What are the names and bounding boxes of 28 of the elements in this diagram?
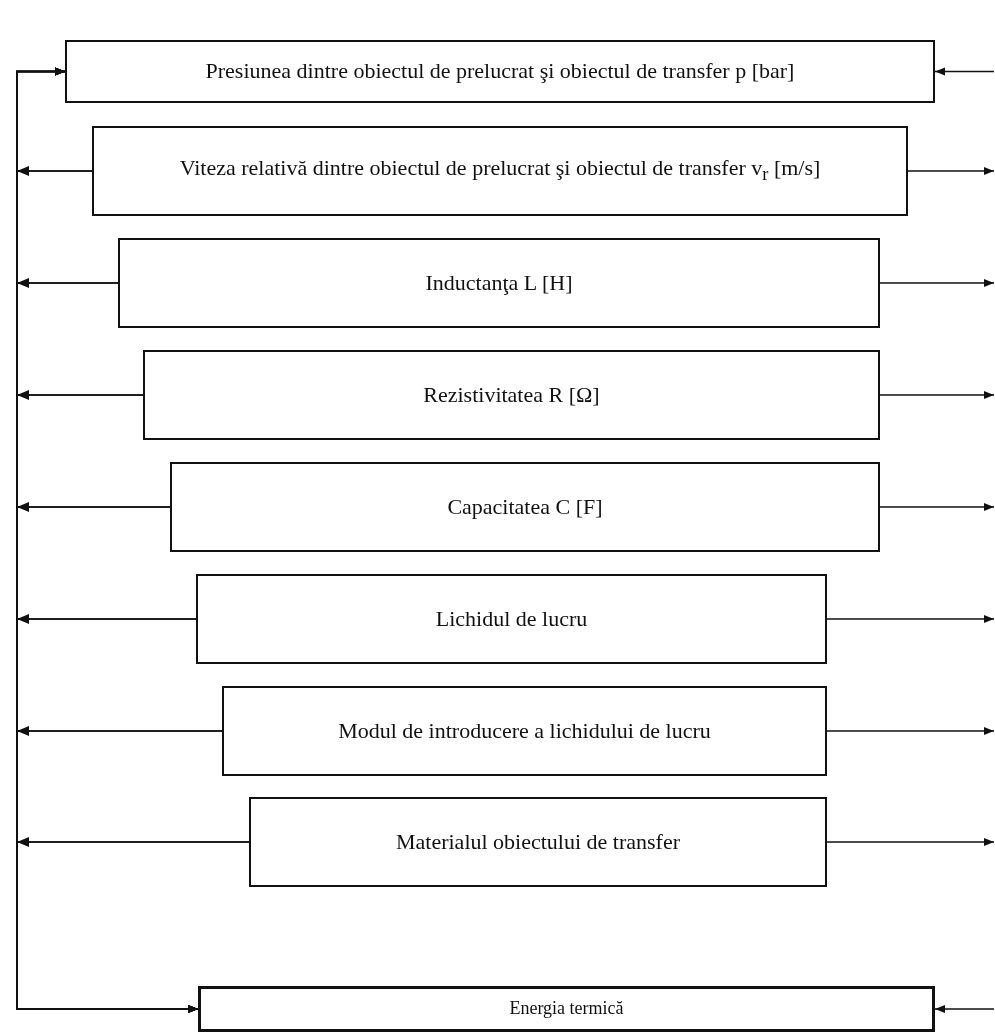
process-box xyxy=(222,686,827,776)
box-label: Materialul obiectului de transfer xyxy=(395,828,681,856)
process-box xyxy=(196,574,827,664)
box-label: Inductanţa L [H] xyxy=(425,269,573,297)
arrow xyxy=(879,503,995,511)
arrow xyxy=(826,838,995,846)
arrow xyxy=(934,1005,995,1013)
arrow xyxy=(826,727,995,735)
arrow xyxy=(826,615,995,623)
box-label: Modul de introducere a lichidului de lucru xyxy=(338,717,711,745)
box-label: Energia termică xyxy=(509,998,624,1020)
process-box xyxy=(198,986,935,1032)
process-box xyxy=(118,238,880,328)
box-label: Capacitatea C [F] xyxy=(447,493,603,521)
box-label: Presiunea dintre obiectul de prelucrat şi obiectul de transfer p [bar] xyxy=(205,58,795,85)
process-box xyxy=(170,462,880,552)
box-label: Viteza relativă dintre obiectul de prelucrat şi obiectul de transfer v$_{r}$ [m/s] xyxy=(179,155,821,187)
process-box xyxy=(249,797,827,887)
arrow xyxy=(16,841,250,1013)
process-box xyxy=(143,350,880,440)
process-box xyxy=(92,126,908,216)
arrow xyxy=(934,67,995,76)
arrow xyxy=(907,167,995,175)
arrow xyxy=(879,391,995,399)
arrow xyxy=(879,279,995,287)
box-label: Lichidul de lucru xyxy=(435,605,588,633)
box-label: Rezistivitatea R [Ω] xyxy=(423,381,600,409)
process-box xyxy=(65,40,935,103)
